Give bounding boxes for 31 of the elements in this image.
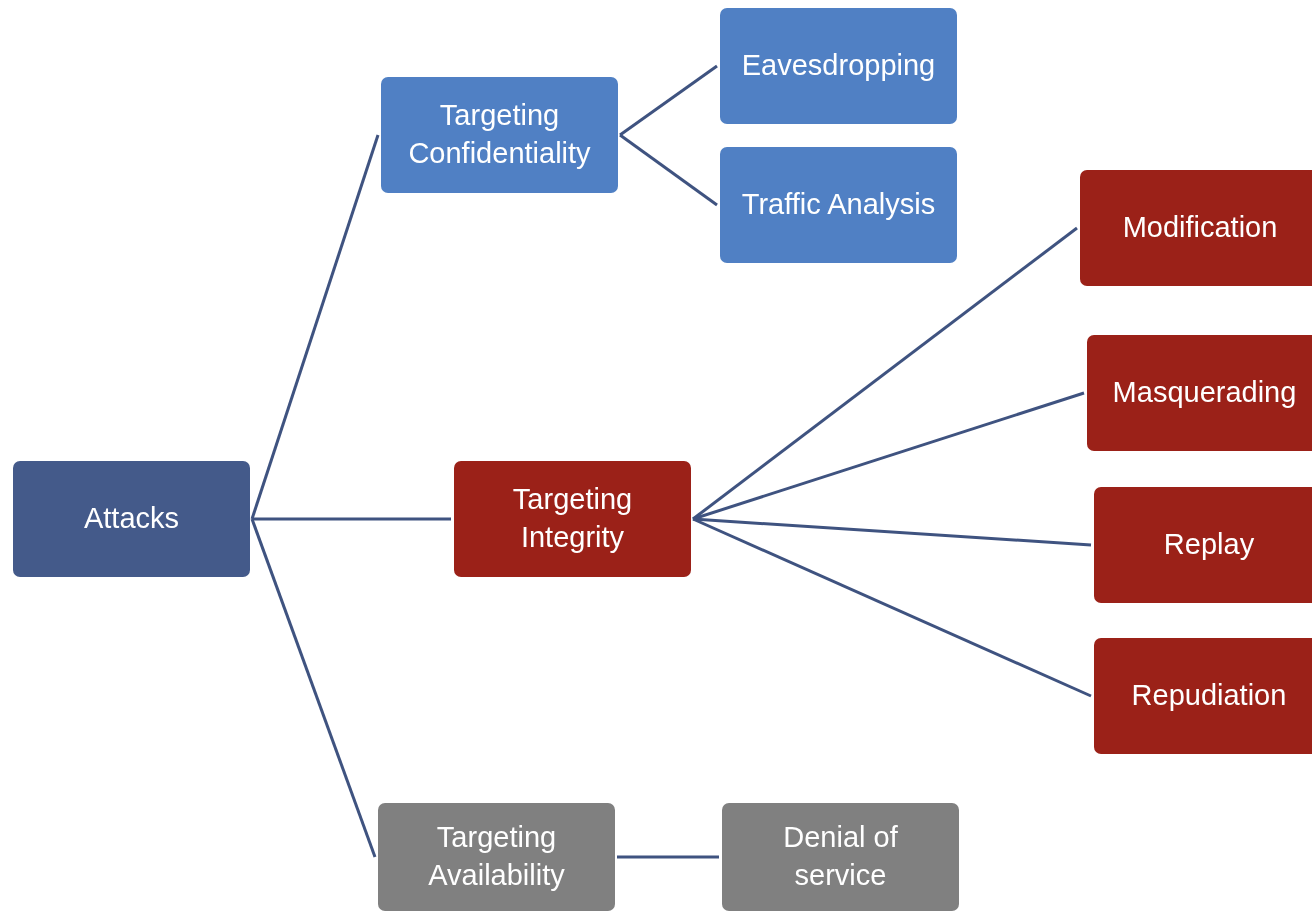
category-box (1080, 170, 1312, 286)
connector-line (692, 391, 1085, 521)
category-box (378, 803, 615, 911)
connector-line (250, 134, 380, 520)
node-label: Masquerading (1112, 375, 1297, 411)
node-label: Targeting Availability (427, 820, 566, 893)
connector-line (617, 855, 719, 859)
node-label: Denial of service (782, 820, 899, 893)
category-box (13, 461, 250, 577)
connector-line (252, 517, 451, 521)
connector-line (619, 133, 718, 207)
node-label: Repudiation (1131, 678, 1287, 714)
node-label: Targeting Confidentiality (407, 98, 592, 171)
connector-line (692, 226, 1078, 521)
category-box (454, 461, 691, 577)
category-box (720, 147, 957, 263)
connector-line (692, 517, 1092, 698)
category-box (381, 77, 618, 193)
category-box (1094, 638, 1312, 754)
node-label: Modification (1122, 210, 1278, 246)
connector-line (619, 64, 718, 137)
category-box (1094, 487, 1312, 603)
node-label: Targeting Integrity (511, 482, 634, 555)
node-label: Attacks (83, 501, 180, 537)
connector-line (250, 518, 377, 858)
category-box (722, 803, 959, 911)
node-label: Traffic Analysis (741, 187, 936, 223)
category-box (720, 8, 957, 124)
node-label: Replay (1163, 527, 1255, 563)
category-box (1087, 335, 1312, 451)
node-label: Eavesdropping (741, 48, 936, 84)
